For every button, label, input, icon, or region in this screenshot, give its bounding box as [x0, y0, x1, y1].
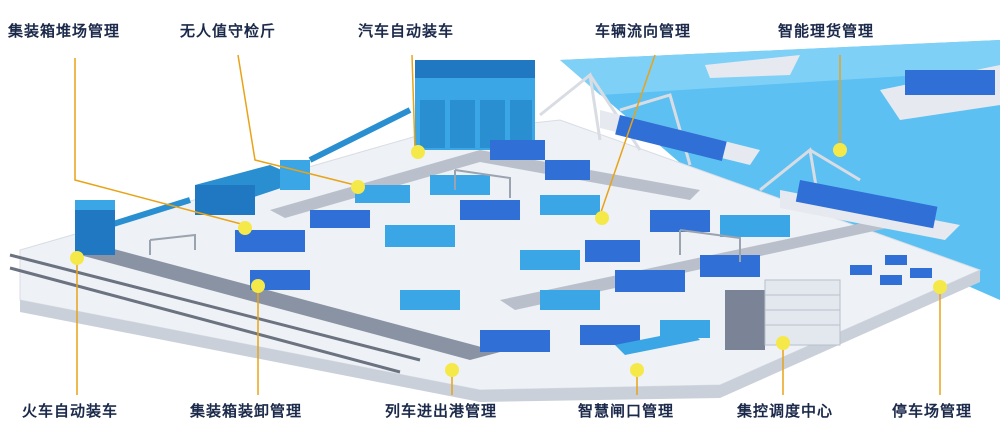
label-control-center: 集控调度中心 [737, 402, 834, 420]
label-train-port: 列车进出港管理 [385, 402, 498, 420]
hotspot-dot [445, 363, 459, 377]
parking-trucks [850, 255, 932, 285]
label-train-loading: 火车自动装车 [22, 402, 119, 420]
hotspot-dot [833, 143, 847, 157]
rail-track-1 [9, 253, 421, 362]
hotspot-dot [238, 221, 252, 235]
label-container-yard: 集装箱堆场管理 [8, 22, 121, 40]
hotspot-dot [595, 211, 609, 225]
leader-lines [74, 54, 941, 395]
label-truck-loading: 汽车自动装车 [358, 22, 455, 40]
road-upper [270, 150, 700, 218]
label-unmanned-inspection: 无人值守检斤 [180, 22, 277, 40]
hotspot-dot [351, 180, 365, 194]
hotspot-dot [933, 280, 947, 294]
hotspot-dots [70, 143, 947, 377]
label-container-handling: 集装箱装卸管理 [190, 402, 303, 420]
hotspot-dot [411, 145, 425, 159]
label-smart-gate: 智慧闸口管理 [578, 402, 675, 420]
hotspot-dot [776, 336, 790, 350]
silo-building [415, 60, 535, 150]
ships [600, 55, 1000, 240]
hotspot-dot [70, 251, 84, 265]
gantry-cranes [149, 169, 741, 262]
warehouse [195, 160, 310, 215]
label-vehicle-flow: 车辆流向管理 [595, 22, 692, 40]
conveyor-1 [308, 107, 412, 163]
hotspot-dot [251, 279, 265, 293]
control-center-building [725, 279, 841, 350]
label-smart-cargo: 智能理货管理 [778, 22, 875, 40]
hotspot-dot [630, 363, 644, 377]
train-loading-tower [75, 200, 115, 255]
rail-track-2 [9, 266, 401, 374]
container-stacks [235, 140, 790, 352]
conveyor-2 [109, 197, 191, 228]
road-main [80, 248, 500, 360]
gate-canopy [615, 330, 700, 355]
label-parking: 停车场管理 [892, 402, 973, 420]
